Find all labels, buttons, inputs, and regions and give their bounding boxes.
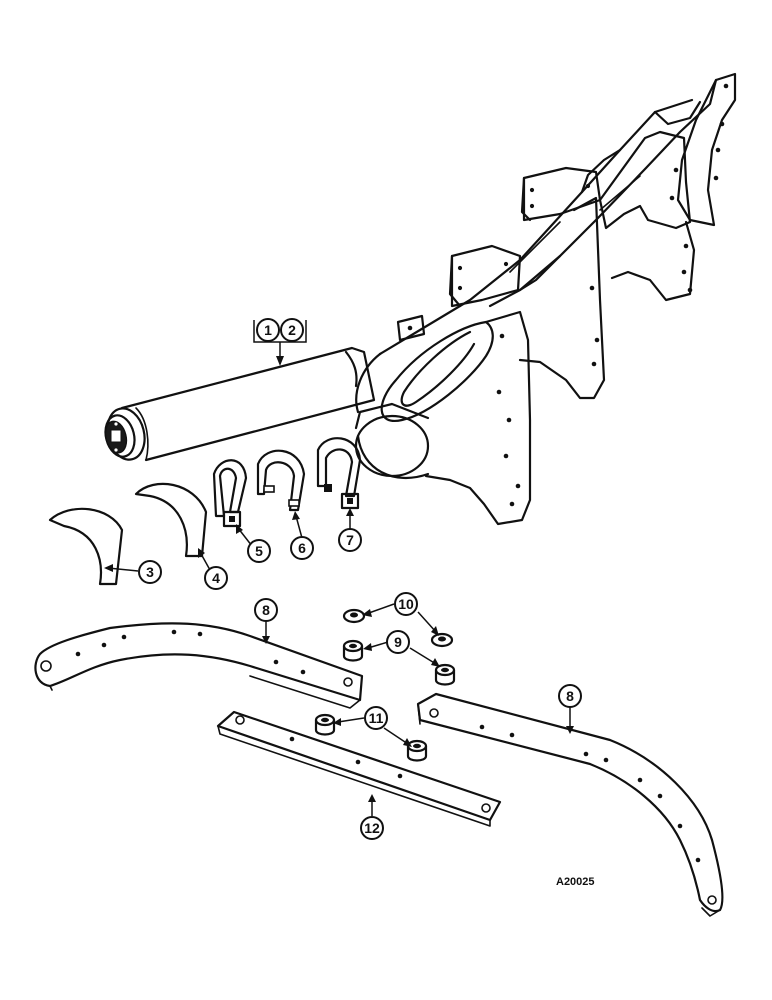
part-8-bar-right — [416, 692, 724, 917]
part-7-clamp — [316, 437, 362, 510]
svg-text:4: 4 — [212, 570, 220, 586]
callout-4: 4 — [204, 566, 228, 590]
part-9-spacers — [342, 639, 456, 686]
leader-lines — [104, 320, 574, 816]
callout-10: 10 — [394, 592, 418, 616]
svg-text:8: 8 — [566, 688, 574, 704]
svg-text:6: 6 — [298, 540, 306, 556]
part-10-washers — [342, 608, 454, 648]
part-12-plate — [216, 710, 502, 827]
svg-text:12: 12 — [364, 820, 380, 836]
part-4-shim — [134, 482, 208, 558]
frame-assembly — [104, 72, 737, 526]
callout-5: 5 — [247, 539, 271, 563]
svg-text:10: 10 — [398, 596, 414, 612]
callout-11: 11 — [364, 706, 388, 730]
svg-text:8: 8 — [262, 602, 270, 618]
part-3-shim — [48, 507, 124, 586]
svg-text:7: 7 — [346, 532, 354, 548]
callout-8-right: 8 — [558, 684, 582, 708]
figure-code: A20025 — [556, 876, 595, 888]
svg-text:3: 3 — [146, 564, 154, 580]
callout-2: 2 — [280, 318, 304, 342]
callout-3: 3 — [138, 560, 162, 584]
part-11-spacers — [314, 713, 428, 762]
svg-text:9: 9 — [394, 634, 402, 650]
part-8-bar-left — [34, 622, 364, 709]
callout-12: 12 — [360, 816, 384, 840]
callout-7: 7 — [338, 528, 362, 552]
svg-text:2: 2 — [288, 322, 296, 338]
callout-8-left: 8 — [254, 598, 278, 622]
svg-text:1: 1 — [264, 322, 272, 338]
part-5-clamp — [212, 459, 248, 528]
svg-text:5: 5 — [255, 543, 263, 559]
svg-text:11: 11 — [369, 710, 384, 726]
callout-6: 6 — [290, 536, 314, 560]
part-6-clamp — [256, 449, 306, 512]
callout-1: 1 — [256, 318, 280, 342]
callout-9: 9 — [386, 630, 410, 654]
